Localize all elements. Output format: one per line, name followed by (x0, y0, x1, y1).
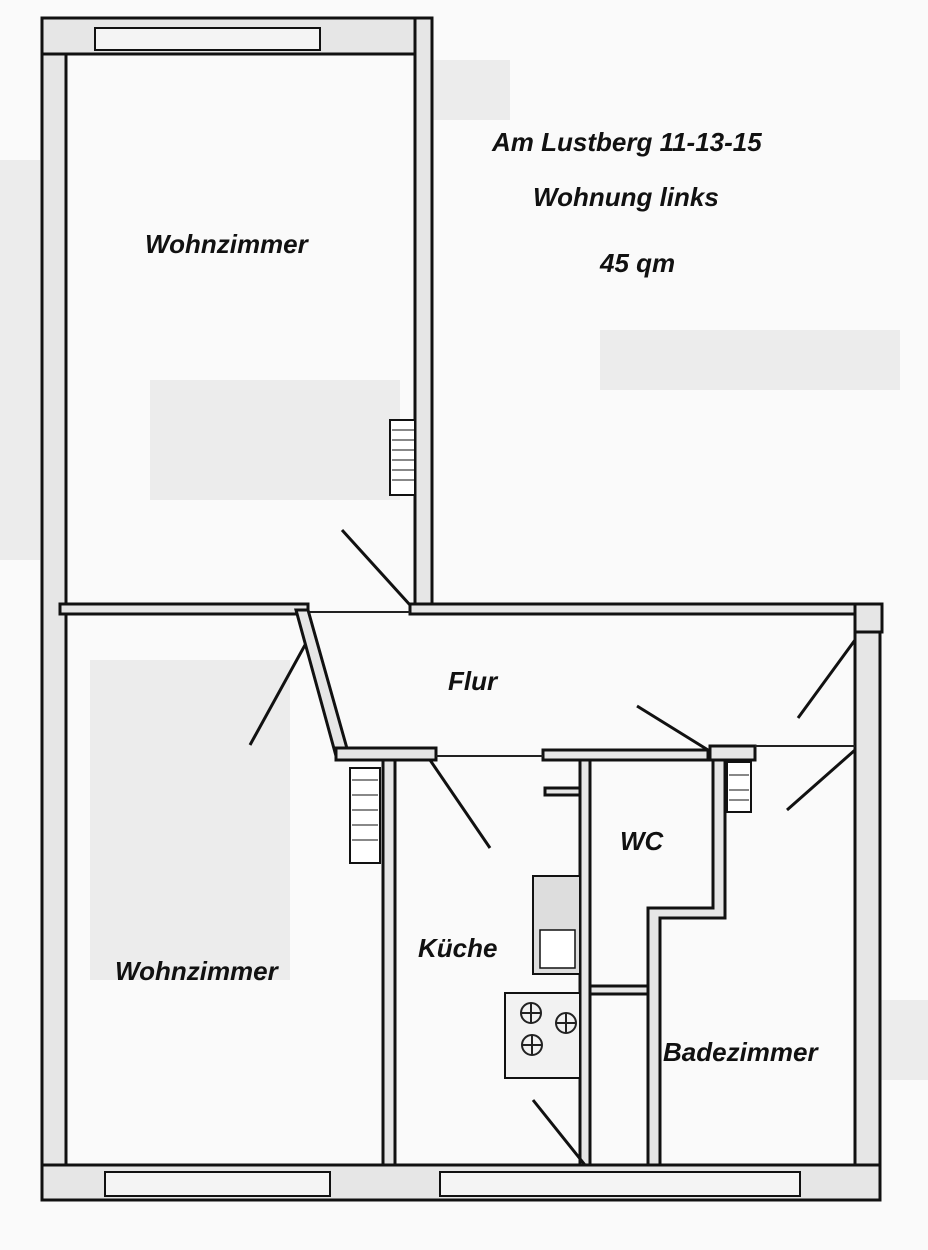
room-label-badezimmer: Badezimmer (663, 1037, 818, 1067)
wall-upper-right (413, 16, 434, 612)
wall-flur-lower-3 (708, 744, 757, 762)
room-label-kueche: Küche (418, 933, 498, 963)
room-label-wohnzimmer-bottom: Wohnzimmer (115, 956, 278, 986)
window-bottom-left (104, 1171, 331, 1197)
door-swings (248, 528, 857, 1166)
room-label-flur: Flur (448, 666, 498, 696)
wall-flur-lower-2 (541, 748, 710, 762)
window-bottom-right (439, 1171, 801, 1197)
outer-wall-right (853, 630, 882, 1202)
wall-kitchen-wc (578, 758, 592, 1192)
wall-middle-left (58, 602, 310, 616)
stove (504, 992, 581, 1079)
stove-burners (520, 1002, 577, 1056)
room-label-wc: WC (620, 826, 664, 856)
window-top (94, 27, 321, 51)
scan-background (0, 60, 928, 1080)
wall-wc-bath (646, 758, 727, 1192)
wall-flur-lower-1 (334, 746, 438, 762)
room-label-wohnzimmer-top: Wohnzimmer (145, 229, 308, 259)
area-label: 45 qm (600, 248, 676, 278)
radiator (349, 419, 752, 864)
wall-middle-right (408, 602, 862, 616)
wall-kitchen-left (381, 758, 397, 1172)
wall-diagonal (294, 608, 350, 758)
unit-title: Wohnung links (533, 182, 719, 212)
address-title: Am Lustberg 11-13-15 (492, 127, 762, 157)
pillar (853, 602, 884, 634)
